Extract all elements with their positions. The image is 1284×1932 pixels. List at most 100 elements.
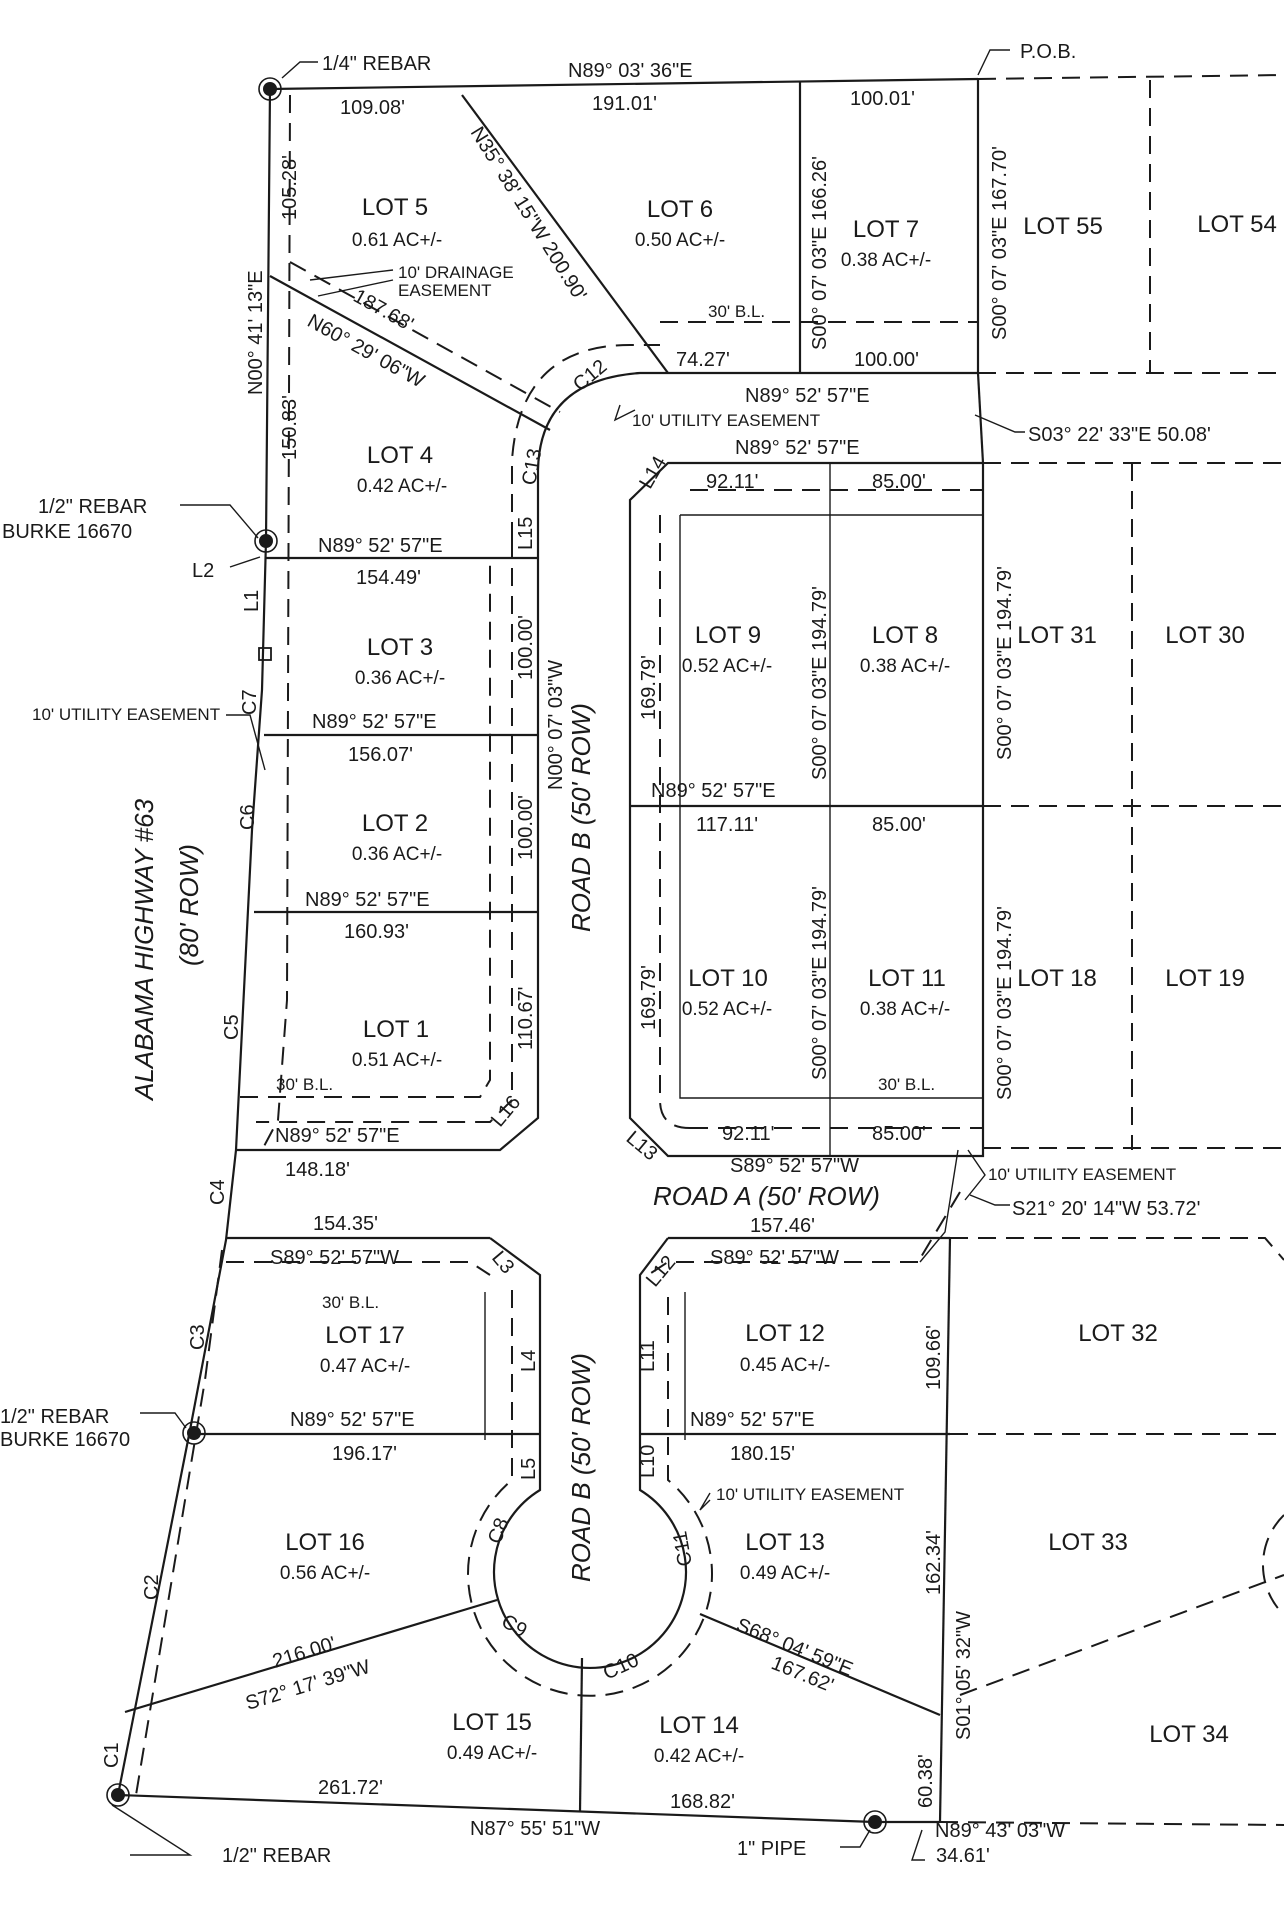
- lot10-11-line-bearing: S00° 07' 03"E 194.79': [809, 886, 831, 1080]
- lot11-18-line-bearing: S00° 07' 03"E 194.79': [994, 906, 1016, 1100]
- middle-block-lines: [628, 461, 1284, 1158]
- lot-5-name: LOT 5: [362, 194, 428, 221]
- road-a-distance: 157.46': [750, 1215, 815, 1237]
- lot9-8-line-bearing: S00° 07' 03"E 194.79': [809, 586, 831, 780]
- line-l3-label: L3: [487, 1247, 518, 1278]
- lot8-31-line-bearing: S00° 07' 03"E 194.79': [994, 566, 1016, 760]
- bl-lot1-label: 30' B.L.: [276, 1075, 333, 1094]
- lot13-east-distance: 162.34': [923, 1530, 945, 1595]
- lot-6-acres: 0.50 AC+/-: [635, 230, 725, 251]
- lot5-top-distance: 109.08': [340, 97, 405, 119]
- leader-lines: [111, 49, 1025, 1861]
- road-b-100-distance: 100.00': [515, 795, 537, 860]
- lot1-bottom-bearing: N89° 52' 57"E: [275, 1125, 400, 1147]
- bl-lot6-label: 30' B.L.: [708, 302, 765, 321]
- lot3-2-bearing: N89° 52' 57"E: [312, 711, 437, 733]
- lot-16-acres: 0.56 AC+/-: [280, 1563, 370, 1584]
- utility-easement-west-label: 10' UTILITY EASEMENT: [32, 705, 220, 724]
- lot12-top-bearing: S89° 52' 57"W: [710, 1247, 839, 1269]
- line-l5-label: L5: [518, 1458, 540, 1480]
- lot17-16-bearing: N89° 52' 57"E: [290, 1409, 415, 1431]
- lot14-east-distance: 60.38': [915, 1754, 937, 1808]
- road-a-label: ROAD A (50' ROW): [653, 1181, 880, 1211]
- curve-c1-label: C1: [101, 1742, 123, 1768]
- lot-55-name: LOT 55: [1023, 213, 1103, 240]
- lot-54-name: LOT 54: [1197, 211, 1277, 238]
- lot-6-name: LOT 6: [647, 196, 713, 223]
- lot-30-name: LOT 30: [1165, 622, 1245, 649]
- lot-16-name: LOT 16: [285, 1529, 365, 1556]
- curve-c7-label: C7: [239, 689, 261, 715]
- lot16-15-bearing: S72° 17' 39"W: [243, 1656, 373, 1715]
- line-l2-label: L2: [192, 560, 214, 582]
- lot-5-acres: 0.61 AC+/-: [352, 230, 442, 251]
- lot-12-name: LOT 12: [745, 1320, 825, 1347]
- lot-2-acres: 0.36 AC+/-: [352, 844, 442, 865]
- lot-4-acres: 0.42 AC+/-: [357, 476, 447, 497]
- lot-19-name: LOT 19: [1165, 965, 1245, 992]
- lot-7-name: LOT 7: [853, 216, 919, 243]
- mid-block-85-distance: 85.00': [872, 814, 926, 836]
- mid-block-bearing: N89° 52' 57"E: [651, 780, 776, 802]
- curve-c2-label: C2: [141, 1574, 163, 1600]
- utility-easement-south-label: 10' UTILITY EASEMENT: [716, 1485, 904, 1504]
- lot-1-name: LOT 1: [363, 1016, 429, 1043]
- lot-4-name: LOT 4: [367, 442, 433, 469]
- lot12-13-bearing: N89° 52' 57"E: [690, 1409, 815, 1431]
- lot-18-name: LOT 18: [1017, 965, 1097, 992]
- curve-c11-label: C11: [669, 1529, 697, 1568]
- line-l10-label: L10: [637, 1445, 659, 1478]
- rebar-nw-marker: [263, 82, 277, 96]
- curve-c3-label: C3: [187, 1324, 209, 1350]
- mid-block-distance: 117.11': [696, 814, 758, 836]
- lot4-3-distance: 154.49': [356, 567, 421, 589]
- lot-8-name: LOT 8: [872, 622, 938, 649]
- bl-lot17-label: 30' B.L.: [322, 1293, 379, 1312]
- lot-13-acres: 0.49 AC+/-: [740, 1563, 830, 1584]
- rebar-mid-label-b: BURKE 16670: [2, 521, 132, 543]
- lot2-1-distance: 160.93': [344, 921, 409, 943]
- curve-c6-label: C6: [237, 804, 259, 830]
- rebar-mid-marker: [259, 534, 273, 548]
- pob-label: P.O.B.: [1020, 41, 1076, 63]
- lot-14-name: LOT 14: [659, 1712, 739, 1739]
- lot17-top-bearing: S89° 52' 57"W: [270, 1247, 399, 1269]
- lot-34-name: LOT 34: [1149, 1721, 1229, 1748]
- s03-bearing: S03° 22' 33"E 50.08': [1028, 424, 1211, 446]
- s21-bearing: S21° 20' 14"W 53.72': [1012, 1198, 1200, 1220]
- block-top-bearing: N89° 52' 57"E: [735, 437, 860, 459]
- line-l4-label: L4: [518, 1350, 540, 1372]
- lot17-top-distance: 154.35': [313, 1213, 378, 1235]
- pipe-marker: [868, 1815, 882, 1829]
- lot8-top-distance: 85.00': [872, 471, 926, 493]
- lot-9-name: LOT 9: [695, 622, 761, 649]
- survey-square-marker: [258, 647, 272, 661]
- lot-2-name: LOT 2: [362, 810, 428, 837]
- utility-easement-road-a-label: 10' UTILITY EASEMENT: [988, 1165, 1176, 1184]
- rebar-west-marker: [187, 1426, 201, 1440]
- west-top-bearing: N00° 41' 13"E: [245, 270, 267, 395]
- lot-12-acres: 0.45 AC+/-: [740, 1355, 830, 1376]
- lot-1-acres: 0.51 AC+/-: [352, 1050, 442, 1071]
- lot-15-name: LOT 15: [452, 1709, 532, 1736]
- lot-32-name: LOT 32: [1078, 1320, 1158, 1347]
- lot7-55-line-bearing: S00° 07' 03"E 167.70': [989, 146, 1011, 340]
- lot-13-name: LOT 13: [745, 1529, 825, 1556]
- lot-17-acres: 0.47 AC+/-: [320, 1356, 410, 1377]
- lot-15-acres: 0.49 AC+/-: [447, 1743, 537, 1764]
- south-168-distance: 168.82': [670, 1791, 735, 1813]
- pipe-label: 1" PIPE: [737, 1838, 806, 1860]
- curve-c5-label: C5: [221, 1014, 243, 1040]
- lot10-bottom-distance: 92.11': [722, 1123, 774, 1145]
- rebar-mid-label-a: 1/2" REBAR: [38, 496, 147, 518]
- lot-8-acres: 0.38 AC+/-: [860, 656, 950, 677]
- curve-c13-label: C13: [518, 447, 546, 487]
- lot-10-acres: 0.52 AC+/-: [682, 999, 772, 1020]
- lot6-7-line-bearing: S00° 07' 03"E 166.26': [809, 156, 831, 350]
- lot-3-acres: 0.36 AC+/-: [355, 668, 445, 689]
- lot-11-acres: 0.38 AC+/-: [860, 999, 950, 1020]
- lot6-bottom-distance: 74.27': [676, 349, 730, 371]
- lot-3-name: LOT 3: [367, 634, 433, 661]
- lot7-top-distance: 100.01': [850, 88, 915, 110]
